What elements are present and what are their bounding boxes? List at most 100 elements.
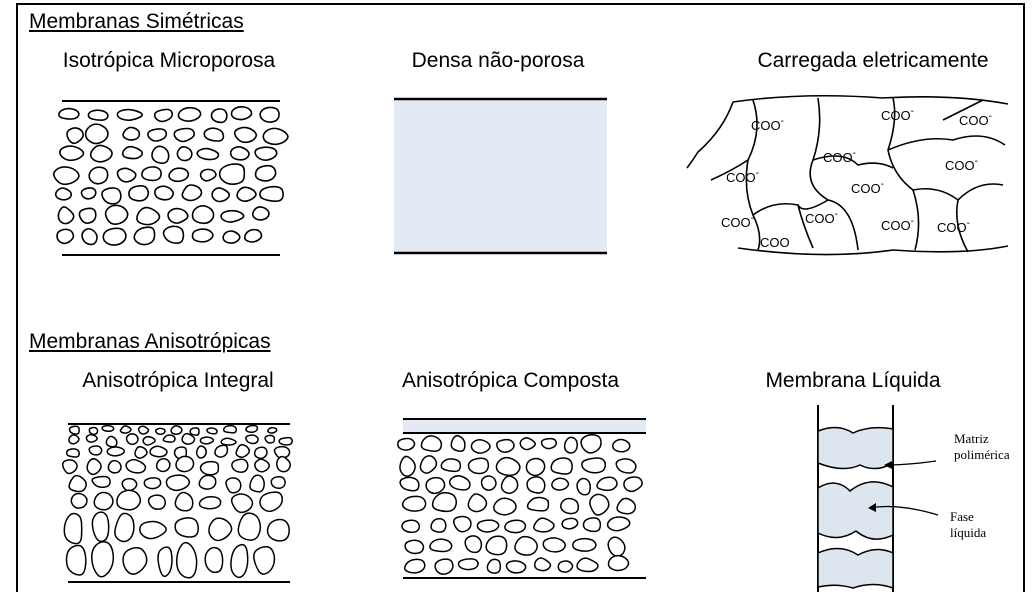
pore — [223, 231, 240, 243]
pore — [268, 520, 290, 541]
pore — [211, 109, 226, 122]
pore — [175, 493, 192, 511]
pore — [155, 109, 173, 121]
pore — [534, 518, 554, 532]
svg-text:COO-: COO- — [823, 148, 856, 165]
pore — [235, 127, 257, 142]
pore — [81, 188, 95, 199]
pore — [152, 146, 169, 163]
pore — [279, 438, 292, 445]
pore — [197, 446, 207, 458]
pore — [232, 494, 253, 512]
liquid-membrane-drawing: Matriz polimérica Fase líquida — [798, 403, 1025, 592]
charged-membrane-drawing: COO- COO- COO- COO- COO- COO- COO- COO- … — [683, 90, 1003, 265]
pore — [231, 107, 251, 120]
pore — [123, 147, 143, 159]
pore — [107, 447, 124, 456]
dense-membrane-drawing — [378, 95, 618, 265]
pore — [528, 498, 549, 511]
pore — [150, 446, 167, 456]
pore — [209, 518, 232, 540]
pore — [421, 436, 441, 451]
phase-label-line2: líquida — [950, 525, 986, 540]
pore — [590, 494, 609, 515]
pore — [205, 548, 222, 573]
pore — [103, 228, 126, 245]
pore — [102, 188, 121, 204]
pore — [143, 437, 155, 445]
pore — [405, 540, 423, 553]
pore — [129, 186, 148, 201]
pore — [271, 477, 285, 489]
pore — [122, 479, 136, 491]
pore — [70, 426, 80, 434]
pore — [201, 462, 219, 475]
pore — [190, 428, 199, 435]
pore — [88, 110, 108, 120]
pore — [260, 107, 279, 122]
pore — [520, 438, 535, 450]
pore — [237, 187, 256, 201]
pore — [169, 168, 188, 181]
pore — [573, 539, 596, 552]
pore — [63, 460, 77, 474]
svg-text:COO-: COO- — [881, 106, 914, 123]
pore — [250, 475, 264, 492]
integral-membrane-drawing — [58, 420, 318, 592]
svg-text:COO-: COO- — [959, 111, 992, 128]
pore — [433, 493, 457, 512]
pore — [163, 435, 175, 442]
pore — [168, 209, 188, 224]
pore — [142, 167, 161, 181]
pore — [178, 108, 200, 121]
pore — [551, 458, 572, 474]
pore — [255, 459, 269, 471]
pore — [471, 440, 490, 453]
pore — [221, 438, 236, 445]
section-title-symmetric: Membranas Simétricas — [29, 10, 244, 34]
pore — [542, 439, 557, 449]
pore — [207, 428, 217, 434]
pore — [176, 456, 194, 471]
pore — [64, 514, 81, 544]
pore — [67, 449, 80, 457]
pore — [268, 428, 277, 433]
pore — [454, 517, 471, 532]
pore — [577, 558, 598, 571]
pore — [506, 561, 525, 573]
pore — [171, 426, 182, 434]
pore — [106, 436, 116, 446]
pore — [400, 477, 419, 490]
pore — [123, 127, 139, 140]
pore — [552, 478, 569, 490]
pore — [192, 229, 212, 242]
pore — [134, 227, 154, 244]
svg-text:COO-: COO- — [726, 168, 759, 185]
pore — [221, 211, 244, 222]
pore — [496, 458, 519, 476]
svg-text:COO-: COO- — [721, 213, 754, 230]
pore — [494, 498, 516, 515]
svg-text:COO-: COO- — [805, 209, 838, 226]
label-composite: Anisotrópica Composta — [378, 369, 643, 393]
pore — [561, 498, 579, 513]
pore — [231, 147, 249, 160]
pore — [117, 168, 135, 182]
pore — [263, 128, 288, 144]
pore — [117, 490, 140, 509]
pore — [115, 513, 134, 541]
pore — [220, 164, 245, 184]
pore — [526, 459, 544, 476]
figure-frame: Membranas Simétricas Membranas Anisotróp… — [16, 3, 1025, 592]
svg-text:COO-: COO- — [881, 216, 914, 233]
pore — [451, 436, 465, 452]
pore — [102, 426, 114, 432]
pore — [246, 435, 258, 443]
pore — [624, 477, 642, 491]
pore — [558, 561, 572, 572]
pore — [156, 428, 165, 434]
svg-text:COO-: COO- — [851, 179, 884, 196]
pore — [91, 145, 112, 161]
pore — [192, 206, 213, 224]
pore — [92, 542, 114, 577]
